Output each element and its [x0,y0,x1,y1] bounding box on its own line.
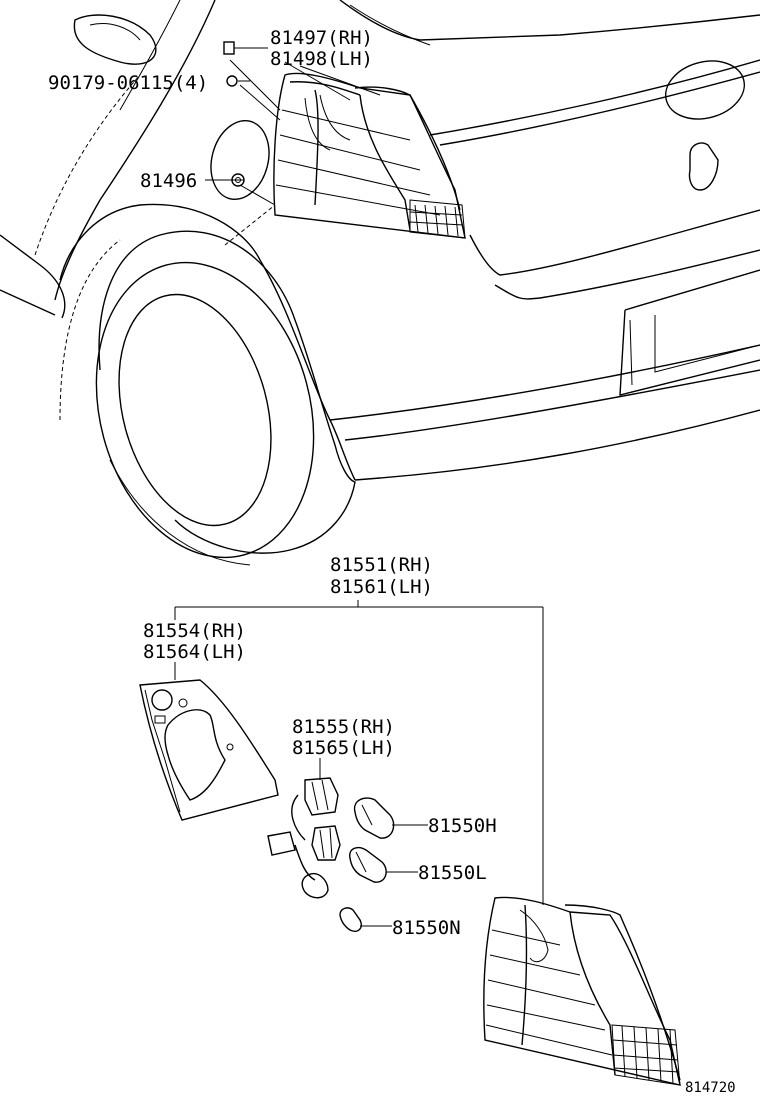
label-81554: 81554(RH) [143,620,246,642]
diagram-number: 814720 [685,1080,736,1096]
tail-lamp-installed [273,72,466,239]
label-81496: 81496 [140,170,197,192]
label-81550H: 81550H [428,815,497,837]
bulb-81550N [339,907,392,932]
nut-90179-icon [226,75,238,87]
vehicle-rear-body [0,0,760,566]
clip-81497-icon [223,41,235,55]
bulb-81550L [349,846,418,883]
tail-lamp-assembly [483,896,681,1086]
label-81550L: 81550L [418,862,487,884]
socket-wire-81555 [267,777,341,899]
label-81564: 81564(LH) [143,641,246,663]
label-81561: 81561(LH) [330,576,433,598]
label-81550N: 81550N [392,917,461,939]
label-90179: 90179-06115(4) [48,72,208,94]
label-81551: 81551(RH) [330,554,433,576]
leader-lines-top [205,47,381,206]
label-81555: 81555(RH) [292,716,395,738]
housing-gasket-81554 [139,679,279,821]
bulb-81550H [353,797,428,839]
label-81497: 81497(RH) [270,27,373,49]
label-81565: 81565(LH) [292,737,395,759]
assembly-bracket-line [174,600,544,905]
label-81498: 81498(LH) [270,48,373,70]
